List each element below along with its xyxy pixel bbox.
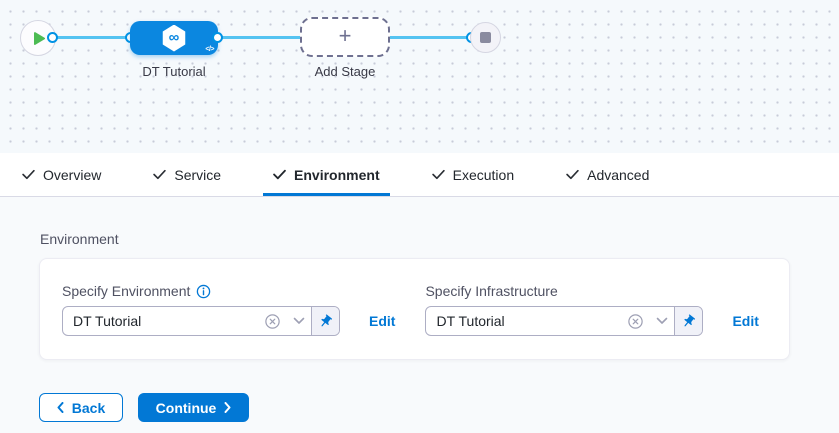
infrastructure-select-value: DT Tutorial bbox=[436, 313, 505, 329]
pipeline-canvas[interactable]: ∞ </> + DT Tutorial Add Stage bbox=[0, 0, 839, 153]
continue-button[interactable]: Continue bbox=[138, 393, 249, 422]
pin-icon bbox=[684, 314, 696, 326]
cd-stage-icon: ∞ bbox=[162, 24, 186, 52]
pin-button[interactable] bbox=[674, 307, 703, 335]
check-icon bbox=[153, 169, 167, 180]
field-label: Specify Environment bbox=[62, 283, 191, 299]
stage-tabbar: Overview Service Environment Execution A… bbox=[0, 153, 839, 197]
code-icon[interactable]: </> bbox=[205, 46, 214, 53]
back-button-label: Back bbox=[71, 399, 106, 416]
clear-icon[interactable] bbox=[258, 313, 287, 330]
wizard-footer: Back Continue bbox=[39, 393, 839, 422]
clear-icon[interactable] bbox=[621, 313, 650, 330]
stage-node-dt-tutorial[interactable]: ∞ </> bbox=[130, 21, 218, 55]
tab-label: Advanced bbox=[587, 166, 650, 183]
plus-icon: + bbox=[338, 23, 352, 48]
pin-button[interactable] bbox=[311, 307, 339, 335]
check-icon bbox=[273, 169, 286, 180]
section-title: Environment bbox=[40, 231, 119, 247]
edit-environment-link[interactable]: Edit bbox=[369, 313, 396, 329]
tab-label: Service bbox=[174, 166, 222, 183]
environment-card: Specify Environment DT Tutorial bbox=[39, 258, 790, 360]
tab-environment[interactable]: Environment bbox=[263, 153, 390, 196]
field-label: Specify Infrastructure bbox=[425, 283, 558, 299]
chevron-down-icon[interactable] bbox=[650, 317, 674, 325]
play-icon bbox=[34, 31, 45, 45]
edit-infrastructure-link[interactable]: Edit bbox=[732, 313, 759, 329]
connector-edge bbox=[390, 36, 472, 39]
environment-select[interactable]: DT Tutorial bbox=[62, 306, 340, 336]
tab-overview[interactable]: Overview bbox=[12, 153, 111, 196]
chevron-left-icon bbox=[57, 402, 64, 413]
environment-field: Specify Environment DT Tutorial bbox=[62, 283, 395, 336]
add-stage-label[interactable]: Add Stage bbox=[314, 64, 376, 79]
chevron-down-icon[interactable] bbox=[287, 317, 311, 325]
chevron-right-icon bbox=[224, 402, 231, 413]
environment-select-value: DT Tutorial bbox=[73, 313, 142, 329]
tab-advanced[interactable]: Advanced bbox=[556, 153, 659, 196]
check-icon bbox=[431, 169, 445, 180]
add-stage-button[interactable]: + bbox=[300, 17, 390, 57]
connector-edge bbox=[52, 36, 130, 39]
pin-icon bbox=[321, 314, 333, 326]
tab-service[interactable]: Service bbox=[143, 153, 231, 196]
tab-label: Execution bbox=[452, 166, 515, 183]
infinity-glyph: ∞ bbox=[168, 29, 180, 46]
node-port bbox=[212, 32, 223, 43]
info-icon[interactable] bbox=[196, 284, 211, 299]
connector-edge bbox=[218, 36, 300, 39]
node-port bbox=[47, 32, 58, 43]
infrastructure-field: Specify Infrastructure DT Tutorial bbox=[425, 283, 759, 336]
pipeline-end-node[interactable] bbox=[470, 22, 501, 53]
back-button[interactable]: Back bbox=[39, 393, 123, 422]
check-icon bbox=[566, 169, 579, 180]
infrastructure-select[interactable]: DT Tutorial bbox=[425, 306, 704, 336]
tab-label: Environment bbox=[294, 166, 380, 183]
check-icon bbox=[22, 169, 35, 180]
tab-execution[interactable]: Execution bbox=[422, 153, 524, 196]
environment-tab-panel: Environment Specify Environment DT Tutor… bbox=[0, 197, 839, 433]
tab-label: Overview bbox=[43, 166, 102, 183]
continue-button-label: Continue bbox=[155, 399, 217, 416]
stage-node-label[interactable]: DT Tutorial bbox=[142, 64, 206, 79]
stop-icon bbox=[480, 32, 491, 43]
